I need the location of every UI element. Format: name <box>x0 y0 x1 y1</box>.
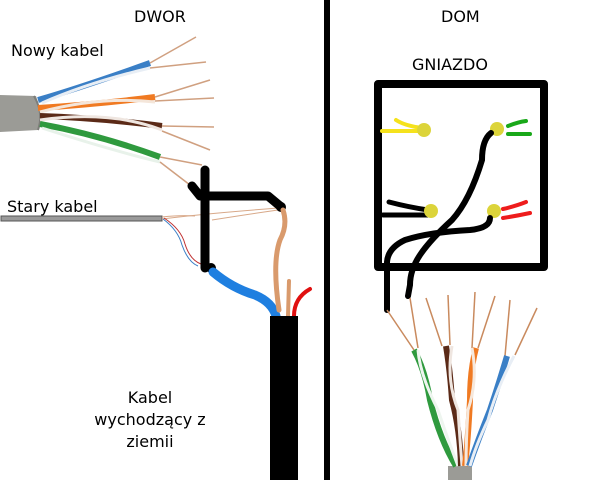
ground-cable-label-line3: ziemii <box>126 432 174 451</box>
terminal-green <box>490 119 532 136</box>
new-cable-label: Nowy kabel <box>11 41 104 60</box>
ground-cable <box>270 316 298 480</box>
marker-wire-red <box>292 287 312 318</box>
socket-label: GNIAZDO <box>412 55 488 74</box>
terminal-red <box>487 200 532 220</box>
marker-wire-blue <box>208 267 281 321</box>
house-cable <box>386 291 538 480</box>
terminal-black <box>380 199 438 218</box>
section-title-outdoor: DWOR <box>134 7 186 26</box>
section-divider <box>324 0 330 480</box>
wire-green <box>39 121 162 160</box>
wire-blue <box>37 60 152 103</box>
house-cable-jacket <box>448 466 472 480</box>
old-cable <box>0 207 279 267</box>
marker-wire-tan <box>273 207 288 313</box>
wire-orange <box>37 94 156 111</box>
new-cable <box>0 36 215 186</box>
ground-cable-label-line1: Kabel <box>127 388 173 407</box>
socket-wire-2 <box>384 215 493 313</box>
socket-box <box>374 80 548 271</box>
marker-connections <box>187 165 285 273</box>
ground-cable-label: Kabel wychodzący z ziemii <box>80 387 220 453</box>
old-cable-label: Stary kabel <box>7 197 98 216</box>
ground-cable-label-line2: wychodzący z <box>94 410 206 429</box>
new-cable-jacket <box>0 95 40 132</box>
socket-wire-1 <box>405 130 494 299</box>
section-title-indoor: DOM <box>441 7 480 26</box>
terminal-yellow <box>380 118 431 137</box>
